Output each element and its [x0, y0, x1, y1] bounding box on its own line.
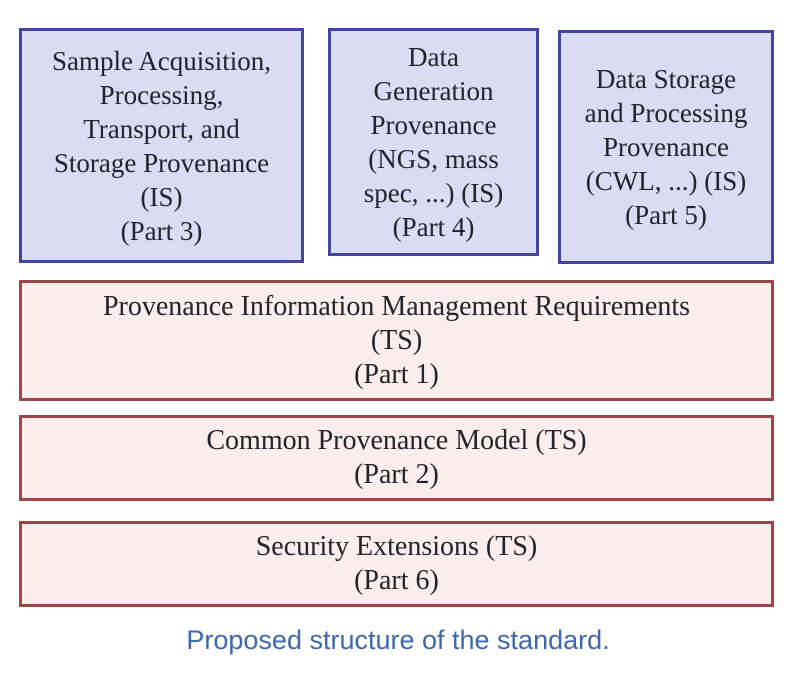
box-part-4-data-generation: Data Generation Provenance (NGS, mass sp… [328, 28, 539, 256]
box-part-1-management-requirements: Provenance Information Management Requir… [19, 280, 774, 401]
figure-caption: Proposed structure of the standard. [186, 625, 610, 655]
box-part-2-common-provenance-model: Common Provenance Model (TS) (Part 2) [19, 415, 774, 501]
box-part-6-security-extensions: Security Extensions (TS) (Part 6) [19, 521, 774, 607]
box-part-5-data-storage-processing: Data Storage and Processing Provenance (… [558, 30, 774, 264]
box-part-3-sample-acquisition: Sample Acquisition, Processing, Transpor… [19, 28, 304, 263]
